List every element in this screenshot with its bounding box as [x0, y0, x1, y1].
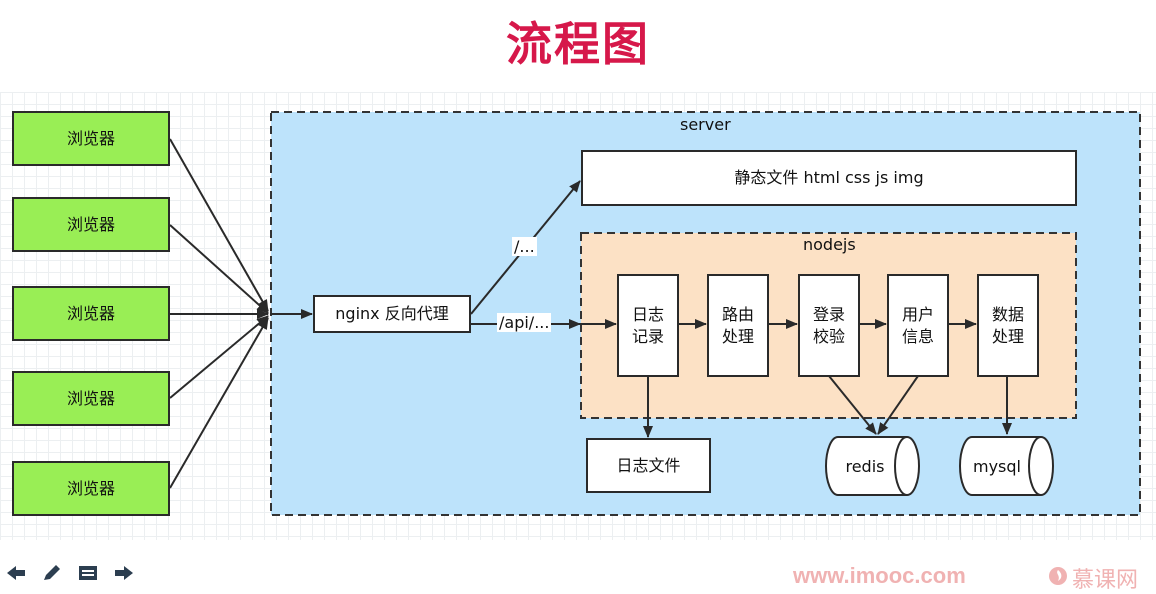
footer-brand-text: 慕课网	[1072, 567, 1139, 592]
step-log-line2: 记录	[631, 326, 664, 346]
step-user-line1: 用户	[901, 304, 934, 324]
redis-cylinder	[825, 436, 920, 496]
edge-browser4-nginx	[169, 315, 269, 399]
edge-label-static: /...	[512, 237, 537, 256]
browser-node-5: 浏览器	[12, 461, 170, 516]
server-label: server	[680, 115, 731, 134]
step-log: 日志 记录	[617, 274, 679, 377]
mysql-cylinder	[959, 436, 1054, 496]
arrow-left-icon[interactable]	[4, 563, 28, 583]
page-title: 流程图	[506, 17, 650, 71]
edge-browser1-nginx	[169, 138, 269, 312]
browser-node-4: 浏览器	[12, 371, 170, 426]
redis-label: redis	[845, 457, 885, 476]
step-user-line2: 信息	[901, 326, 934, 346]
static-files-node: 静态文件 html css js img	[581, 150, 1077, 206]
notes-icon[interactable]	[76, 563, 100, 583]
nodejs-label: nodejs	[803, 235, 856, 254]
step-route-line2: 处理	[721, 326, 754, 346]
footer-brand: 慕课网	[1048, 562, 1138, 594]
browser-node-1: 浏览器	[12, 111, 170, 166]
footer-url: www.imooc.com	[793, 563, 966, 588]
step-login-line2: 校验	[812, 326, 845, 346]
pencil-icon[interactable]	[40, 563, 64, 583]
step-route: 路由 处理	[707, 274, 769, 377]
step-data-line2: 处理	[991, 326, 1024, 346]
edge-browser5-nginx	[169, 317, 269, 489]
browser-node-3: 浏览器	[12, 286, 170, 341]
step-data-line1: 数据	[991, 304, 1024, 324]
step-login-line1: 登录	[812, 304, 845, 324]
browser-node-2: 浏览器	[12, 197, 170, 252]
edge-browser2-nginx	[169, 224, 269, 314]
step-route-line1: 路由	[721, 304, 754, 324]
edge-user-redis	[877, 375, 919, 435]
step-login: 登录 校验	[798, 274, 860, 377]
arrow-right-icon[interactable]	[112, 563, 136, 583]
flame-logo-icon	[1048, 564, 1068, 592]
step-data: 数据 处理	[977, 274, 1039, 377]
log-file-node: 日志文件	[586, 438, 711, 493]
nginx-node: nginx 反向代理	[313, 295, 471, 333]
step-user: 用户 信息	[887, 274, 949, 377]
slide-toolbar	[4, 563, 136, 583]
step-log-line1: 日志	[631, 304, 664, 324]
mysql-label: mysql	[973, 457, 1021, 476]
edge-label-api: /api/...	[497, 313, 552, 332]
edge-login-redis	[828, 375, 877, 435]
